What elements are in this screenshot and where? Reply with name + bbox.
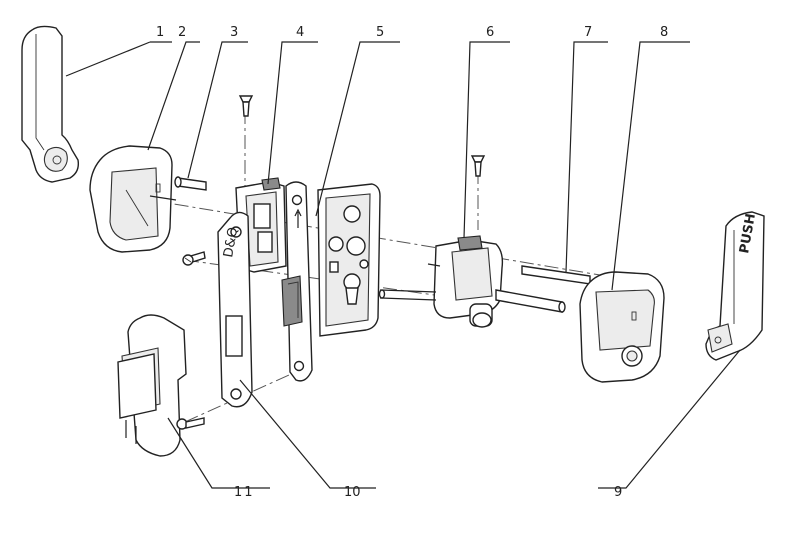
callout-11: 11 xyxy=(234,485,255,500)
part-8-rose-housing xyxy=(579,271,665,383)
callout-8: 8 xyxy=(660,25,668,40)
callout-9: 9 xyxy=(614,485,622,500)
callout-3: 3 xyxy=(230,25,238,40)
part-3-spindle-pin xyxy=(174,176,207,191)
part-5-forend-plate xyxy=(281,181,313,382)
part-11-strike-plate xyxy=(117,314,205,457)
callout-10: 10 xyxy=(344,485,361,500)
lock-body-brand-label: D&Q xyxy=(221,226,241,259)
screw-left xyxy=(182,251,206,266)
part-9-push-handle xyxy=(705,211,765,361)
callout-7: 7 xyxy=(584,25,592,40)
screw-top xyxy=(238,95,254,117)
part-5-mortise-body xyxy=(317,183,381,337)
callout-6: 6 xyxy=(486,25,494,40)
part-1-lever-handle xyxy=(21,25,80,183)
part-6-cylinder-adapter xyxy=(378,235,504,328)
part-7-spindle-rods xyxy=(495,265,591,313)
callout-2: 2 xyxy=(178,25,186,40)
push-handle-label: PUSH xyxy=(737,212,759,254)
callout-5: 5 xyxy=(376,25,384,40)
screw-part-6 xyxy=(470,155,486,177)
leader-lines xyxy=(65,41,741,489)
part-10-faceplate xyxy=(217,211,253,408)
callout-4: 4 xyxy=(296,25,304,40)
callout-1: 1 xyxy=(156,25,164,40)
part-2-rose-housing xyxy=(89,145,177,253)
